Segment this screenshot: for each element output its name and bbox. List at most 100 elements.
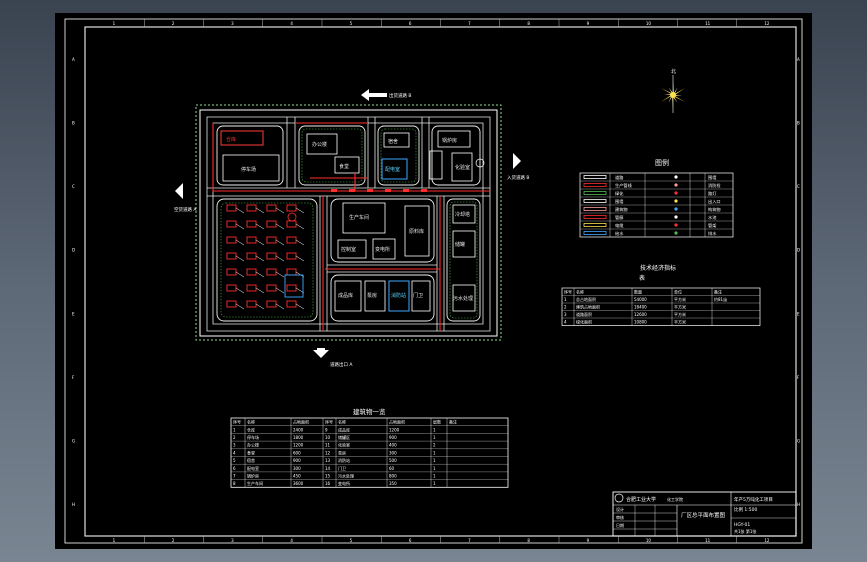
equipment-block [226,268,237,276]
title-drawing-name: 厂区总平面布置图 [681,511,726,519]
tech-cell: 序号 [564,289,572,295]
bld-cell: 锅炉房 [247,473,259,479]
legend-label: 建筑物 [615,206,628,213]
bld-cell: 3600 [293,481,304,486]
building-parking[interactable]: 停车场 [222,154,280,182]
equipment-block [266,284,277,292]
north-entrance-arrow[interactable]: 出货道路 B [361,89,412,101]
buildings[interactable]: 仓库 停车场 办公楼 食堂 宿舍 配电室 [220,130,485,312]
building-raw-material[interactable]: 原料库 [404,205,430,257]
building-label: 污水处理 [453,295,473,302]
west-entrance-arrow[interactable]: 空货道路 A [174,183,197,213]
south-entrance-arrow[interactable]: 道路出口 A [313,348,353,368]
frame-zone-letter: B [797,120,800,125]
building-lab[interactable]: 化验室 [429,150,485,182]
building-label: 控制室 [341,246,356,253]
building-label: 生产车间 [349,214,369,221]
compass-ray [660,88,673,95]
equipment-block [226,252,237,260]
frame-zone-number: 11 [705,21,711,26]
legend-symbol [674,191,678,195]
building-boiler[interactable]: 锅炉房 [437,130,471,148]
bld-cell: 600 [293,450,301,455]
bld-cell: 12 [325,450,331,455]
pipe-segment [421,189,427,192]
equipment-tank [287,212,297,222]
frame-zone-number: 10 [646,538,652,543]
bld-cell: 1 [233,427,236,432]
building-table-title: 建筑物一览 [353,407,386,416]
pipeline-network [212,122,490,331]
legend-label: 电缆 [615,222,624,229]
equipment-block [284,274,304,298]
frame-zone-number: 12 [764,538,770,543]
building-dorm[interactable]: 宿舍 [383,132,410,148]
bld-cell: 300 [293,466,301,471]
bld-cell: 5 [233,458,236,463]
bld-cell: 8 [233,481,236,486]
legend-symbol [674,183,678,187]
equipment-block [266,204,277,212]
site-plan[interactable]: 仓库 停车场 办公楼 食堂 宿舍 配电室 [174,89,530,368]
equipment-link [255,287,265,294]
legend-swatch [583,191,607,195]
enclosure-wall [199,109,498,337]
frame-zone-letter: E [797,311,800,316]
building-label: 化验室 [455,164,470,171]
bld-cell: 500 [389,458,397,463]
equipment-block [246,236,257,244]
building-storage[interactable]: 成品库 泵房 消防站 门卫 [334,280,431,312]
building-office[interactable]: 办公楼 [306,133,338,155]
access-arrows[interactable]: 出货道路 B 空货道路 A 入货道路 B 道路出口 A [174,89,530,368]
equipment-link [295,207,305,214]
frame-zone-number: 1 [113,21,116,26]
frame-zone-letter: C [72,184,75,189]
building-canteen[interactable]: 食堂 [334,156,360,174]
equipment-block [226,284,237,292]
building-workshop-main[interactable]: 生产车间 [342,202,386,234]
title-drawing-no: HGY-01 [734,522,750,528]
bld-cell: 1 [433,427,436,432]
equipment-link [275,287,285,294]
building-label: 办公楼 [312,141,327,148]
bld-cell: 350 [389,481,397,486]
frame-zone-number: 5 [350,538,353,543]
bld-cell: 仓库 [247,426,255,432]
east-entrance-arrow[interactable]: 入货道路 B [507,153,530,181]
bld-cell: 化验室 [338,442,350,448]
bld-cell: 900 [293,458,301,463]
building-power[interactable]: 配电室 [381,158,408,180]
title-school: 合肥工业大学 [626,496,656,503]
bld-cell: 1 [433,474,436,479]
building-control[interactable]: 控制室 变电所 [337,238,396,260]
equipment-link [235,255,245,262]
frame-zone-number: 9 [587,538,590,543]
equipment-link [275,223,285,230]
equipment-link [235,223,245,230]
building-label: 原料库 [409,228,424,235]
equipment-block [266,252,277,260]
legend-title: 图例 [655,158,669,167]
bld-cell: 门卫 [338,465,346,471]
bld-cell: 名称 [338,419,346,425]
green-areas [220,128,478,319]
bld-cell: 2 [233,435,236,440]
bld-cell: 9 [325,427,328,432]
frame-zone-number: 8 [527,21,530,26]
tech-cell: 平方米 [674,319,686,325]
legend-swatch [583,175,607,179]
pipe-segment [349,189,355,192]
tech-table-title: 技术经济指标 [640,264,676,272]
equipment-block [226,204,237,212]
title-block: 合肥工业大学 化工学院 年产5万吨化工项目 厂区总平面布置图 比例 1:500 … [612,491,797,537]
bld-cell: 400 [389,443,397,448]
equipment-link [255,239,265,246]
building-warehouse[interactable]: 仓库 [220,130,264,146]
equipment-block [266,236,277,244]
building-east-column[interactable]: 冷却塔 储罐 污水处理 [452,204,476,312]
bld-cell: 生产车间 [247,480,263,486]
bld-cell: 1200 [293,443,304,448]
building-label: 仓库 [226,136,236,143]
